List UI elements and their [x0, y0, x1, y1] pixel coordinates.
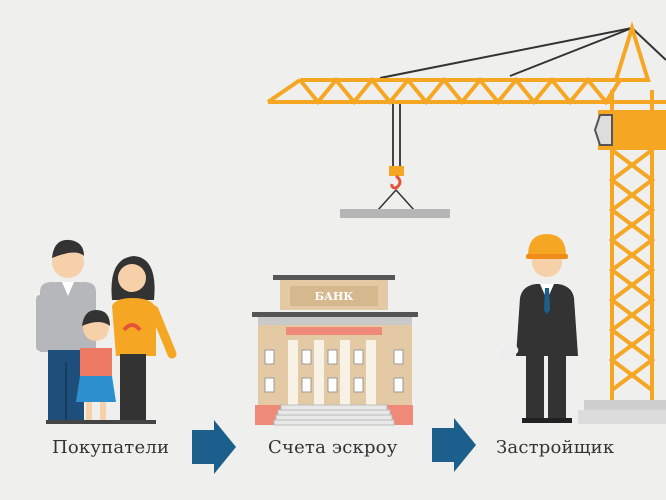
concrete-slab [340, 209, 450, 218]
buyers-family [36, 239, 177, 424]
bank-sign: БАНК [315, 290, 354, 303]
step-label-developer: Застройщик [496, 437, 615, 458]
arrow-right-icon [432, 418, 476, 472]
crane-base [584, 400, 666, 410]
hook-icon [390, 174, 402, 190]
developer-engineer [499, 234, 578, 423]
bank-building: БАНК [252, 275, 418, 426]
crane [266, 21, 666, 424]
arrow-right-icon [192, 420, 236, 474]
blueprint-roll [499, 342, 519, 360]
step-label-escrow-accounts: Счета эскроу [268, 437, 398, 458]
hook-block [389, 166, 404, 176]
step-label-buyers: Покупатели [52, 437, 170, 458]
